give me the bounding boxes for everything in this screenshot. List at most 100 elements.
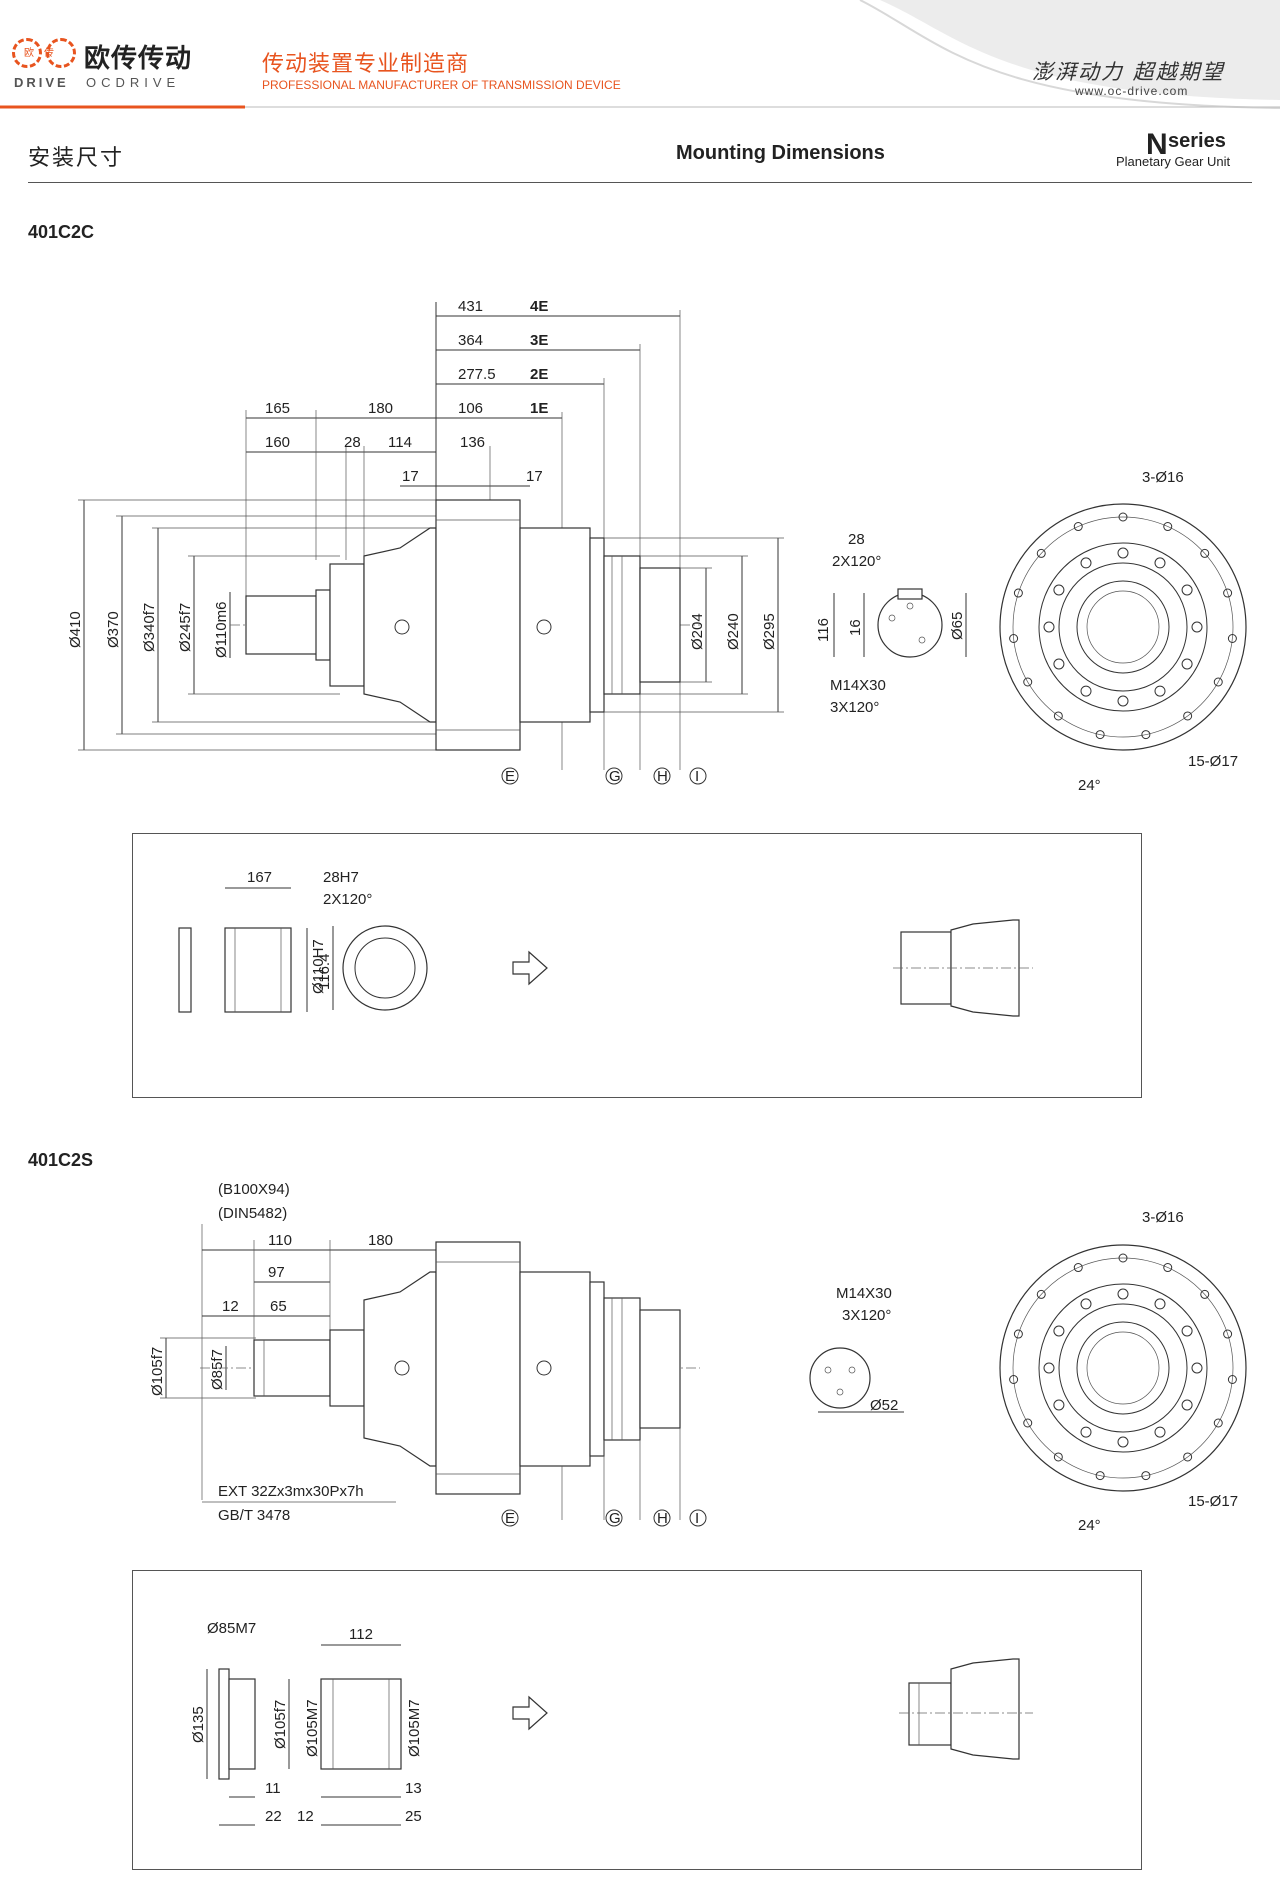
inner-hole [1117, 1436, 1129, 1448]
dim-114: 114 [388, 434, 412, 451]
dia-340: Ø340f7 [141, 603, 158, 652]
shaft2-dia: Ø52 [870, 1397, 898, 1414]
logo-cn: 欧传传动 [84, 43, 193, 73]
bolt-hole [1118, 512, 1128, 522]
dim-160: 160 [265, 434, 290, 451]
slogan: 澎湃动力 超越期望 [1032, 60, 1225, 84]
inner-hole [1181, 584, 1193, 596]
model2-labels: (B100X94) (DIN5482) 110 180 97 12 65 Ø10… [149, 1181, 436, 1524]
dim-4e: 4E [530, 298, 548, 315]
inner-hole [1117, 547, 1129, 559]
bolt-hole [1183, 1452, 1193, 1462]
bolt-hole [1023, 1418, 1033, 1428]
bolt-hole [1223, 588, 1233, 598]
bolt-hole [1200, 1289, 1210, 1299]
acc2-width: 112 [349, 1626, 373, 1643]
bolt-hole [1213, 677, 1223, 687]
inner-hole [1191, 1362, 1203, 1374]
logo[interactable]: 欧传 欧传传动 DRIVE OCDRIVE [10, 30, 200, 100]
bolt-hole [1009, 633, 1019, 643]
bolt-hole [1183, 711, 1193, 721]
dia-204: Ø204 [689, 613, 706, 650]
inner-hole [1154, 685, 1166, 697]
logo-gear-icon [12, 38, 42, 68]
flange2-holes-bottom: 15-Ø17 [1188, 1493, 1238, 1510]
shaft-thread-angle: 3X120° [830, 699, 879, 716]
model2-accessory-drawing: Ø85M7 Ø135 Ø105f7 11 22 112 Ø105M7 Ø105M… [190, 1620, 1033, 1826]
dia2-105: Ø105f7 [149, 1347, 166, 1396]
flange-holes-bottom: 15-Ø17 [1188, 753, 1238, 770]
bolt-hole [1213, 1418, 1223, 1428]
shaft-thread: M14X30 [830, 677, 886, 694]
dim-136: 136 [460, 434, 485, 451]
inner-hole [1053, 1325, 1065, 1337]
logo-gear-icon-2 [46, 38, 76, 68]
model1-title: 401C2C [28, 222, 95, 242]
dia-245: Ø245f7 [177, 603, 194, 652]
header-band: 欧传 欧传传动 DRIVE OCDRIVE 传动装置专业制造商 PROFESSI… [0, 0, 1280, 112]
dim-431: 431 [458, 298, 483, 315]
bolt-hole [1223, 1329, 1233, 1339]
bolt-hole [1073, 522, 1083, 532]
dim-2e: 2E [530, 366, 548, 383]
inner-hole [1191, 621, 1203, 633]
dim2-180: 180 [368, 1232, 393, 1249]
model1-flange-view: 3-Ø16 15-Ø17 24° [999, 469, 1247, 794]
inner-hole [1117, 695, 1129, 707]
model1-accessory-box: 167 Ø110H7 28H7 2X120° 116.4 [132, 833, 1142, 1098]
marker2-i: I [695, 1510, 699, 1527]
dim-364: 364 [458, 332, 483, 349]
shaft-116: 116 [815, 618, 832, 642]
flange-holes-top: 3-Ø16 [1142, 469, 1184, 486]
acc-h: 116.4 [316, 954, 333, 990]
dim-1e: 1E [530, 400, 548, 417]
acc2-22: 22 [265, 1808, 282, 1825]
acc2-13: 13 [405, 1780, 422, 1797]
flange2-holes-top: 3-Ø16 [1142, 1209, 1184, 1226]
model2-title: 401C2S [28, 1150, 94, 1170]
shaft-28: 28 [848, 531, 865, 548]
inner-hole [1043, 621, 1055, 633]
dim2-65: 65 [270, 1298, 287, 1315]
inner-hole [1080, 685, 1092, 697]
model2-accessory-box: Ø85M7 Ø135 Ø105f7 11 22 112 Ø105M7 Ø105M… [132, 1570, 1142, 1870]
spec-2: GB/T 3478 [218, 1507, 290, 1524]
inner-hole [1080, 1298, 1092, 1310]
acc2-inner: Ø105f7 [272, 1700, 289, 1749]
header-background [0, 0, 1280, 112]
dia-240: Ø240 [725, 613, 742, 650]
dia-410: Ø410 [67, 611, 84, 648]
acc2-25: 25 [405, 1808, 422, 1825]
inner-hole [1181, 1325, 1193, 1337]
bolt-hole [1200, 548, 1210, 558]
marker-i: I [695, 768, 699, 785]
inner-hole [1117, 1288, 1129, 1300]
marker2-e: E [505, 1510, 515, 1527]
acc2-bore2b: Ø105M7 [406, 1699, 423, 1757]
acc-width: 167 [247, 869, 272, 886]
dim-165: 165 [265, 400, 290, 417]
dim-3e: 3E [530, 332, 548, 349]
website[interactable]: www.oc-drive.com [1075, 84, 1189, 98]
series-word: series [1168, 130, 1226, 152]
acc2-12: 12 [297, 1808, 314, 1825]
model1-markers: E G H I [501, 767, 707, 785]
bolt-hole [1095, 1471, 1105, 1481]
dim-28: 28 [344, 434, 361, 451]
model2-shaft-view: M14X30 3X120° Ø52 [809, 1285, 904, 1414]
acc-key-angle: 2X120° [323, 891, 372, 908]
bolt-hole [1227, 633, 1237, 643]
dim-180: 180 [368, 400, 393, 417]
shaft2-thread-angle: 3X120° [842, 1307, 891, 1324]
inner-hole [1053, 1399, 1065, 1411]
inner-hole [1043, 1362, 1055, 1374]
model2-markers: E G H I [501, 1509, 707, 1527]
inner-hole [1080, 557, 1092, 569]
bolt-hole [1163, 1263, 1173, 1273]
dim-17a: 17 [402, 468, 419, 485]
inner-hole [1154, 1426, 1166, 1438]
title-en: Mounting Dimensions [676, 142, 885, 164]
series-sub: Planetary Gear Unit [1116, 154, 1231, 169]
marker2-h: H [657, 1510, 668, 1527]
dim2-97: 97 [268, 1264, 285, 1281]
